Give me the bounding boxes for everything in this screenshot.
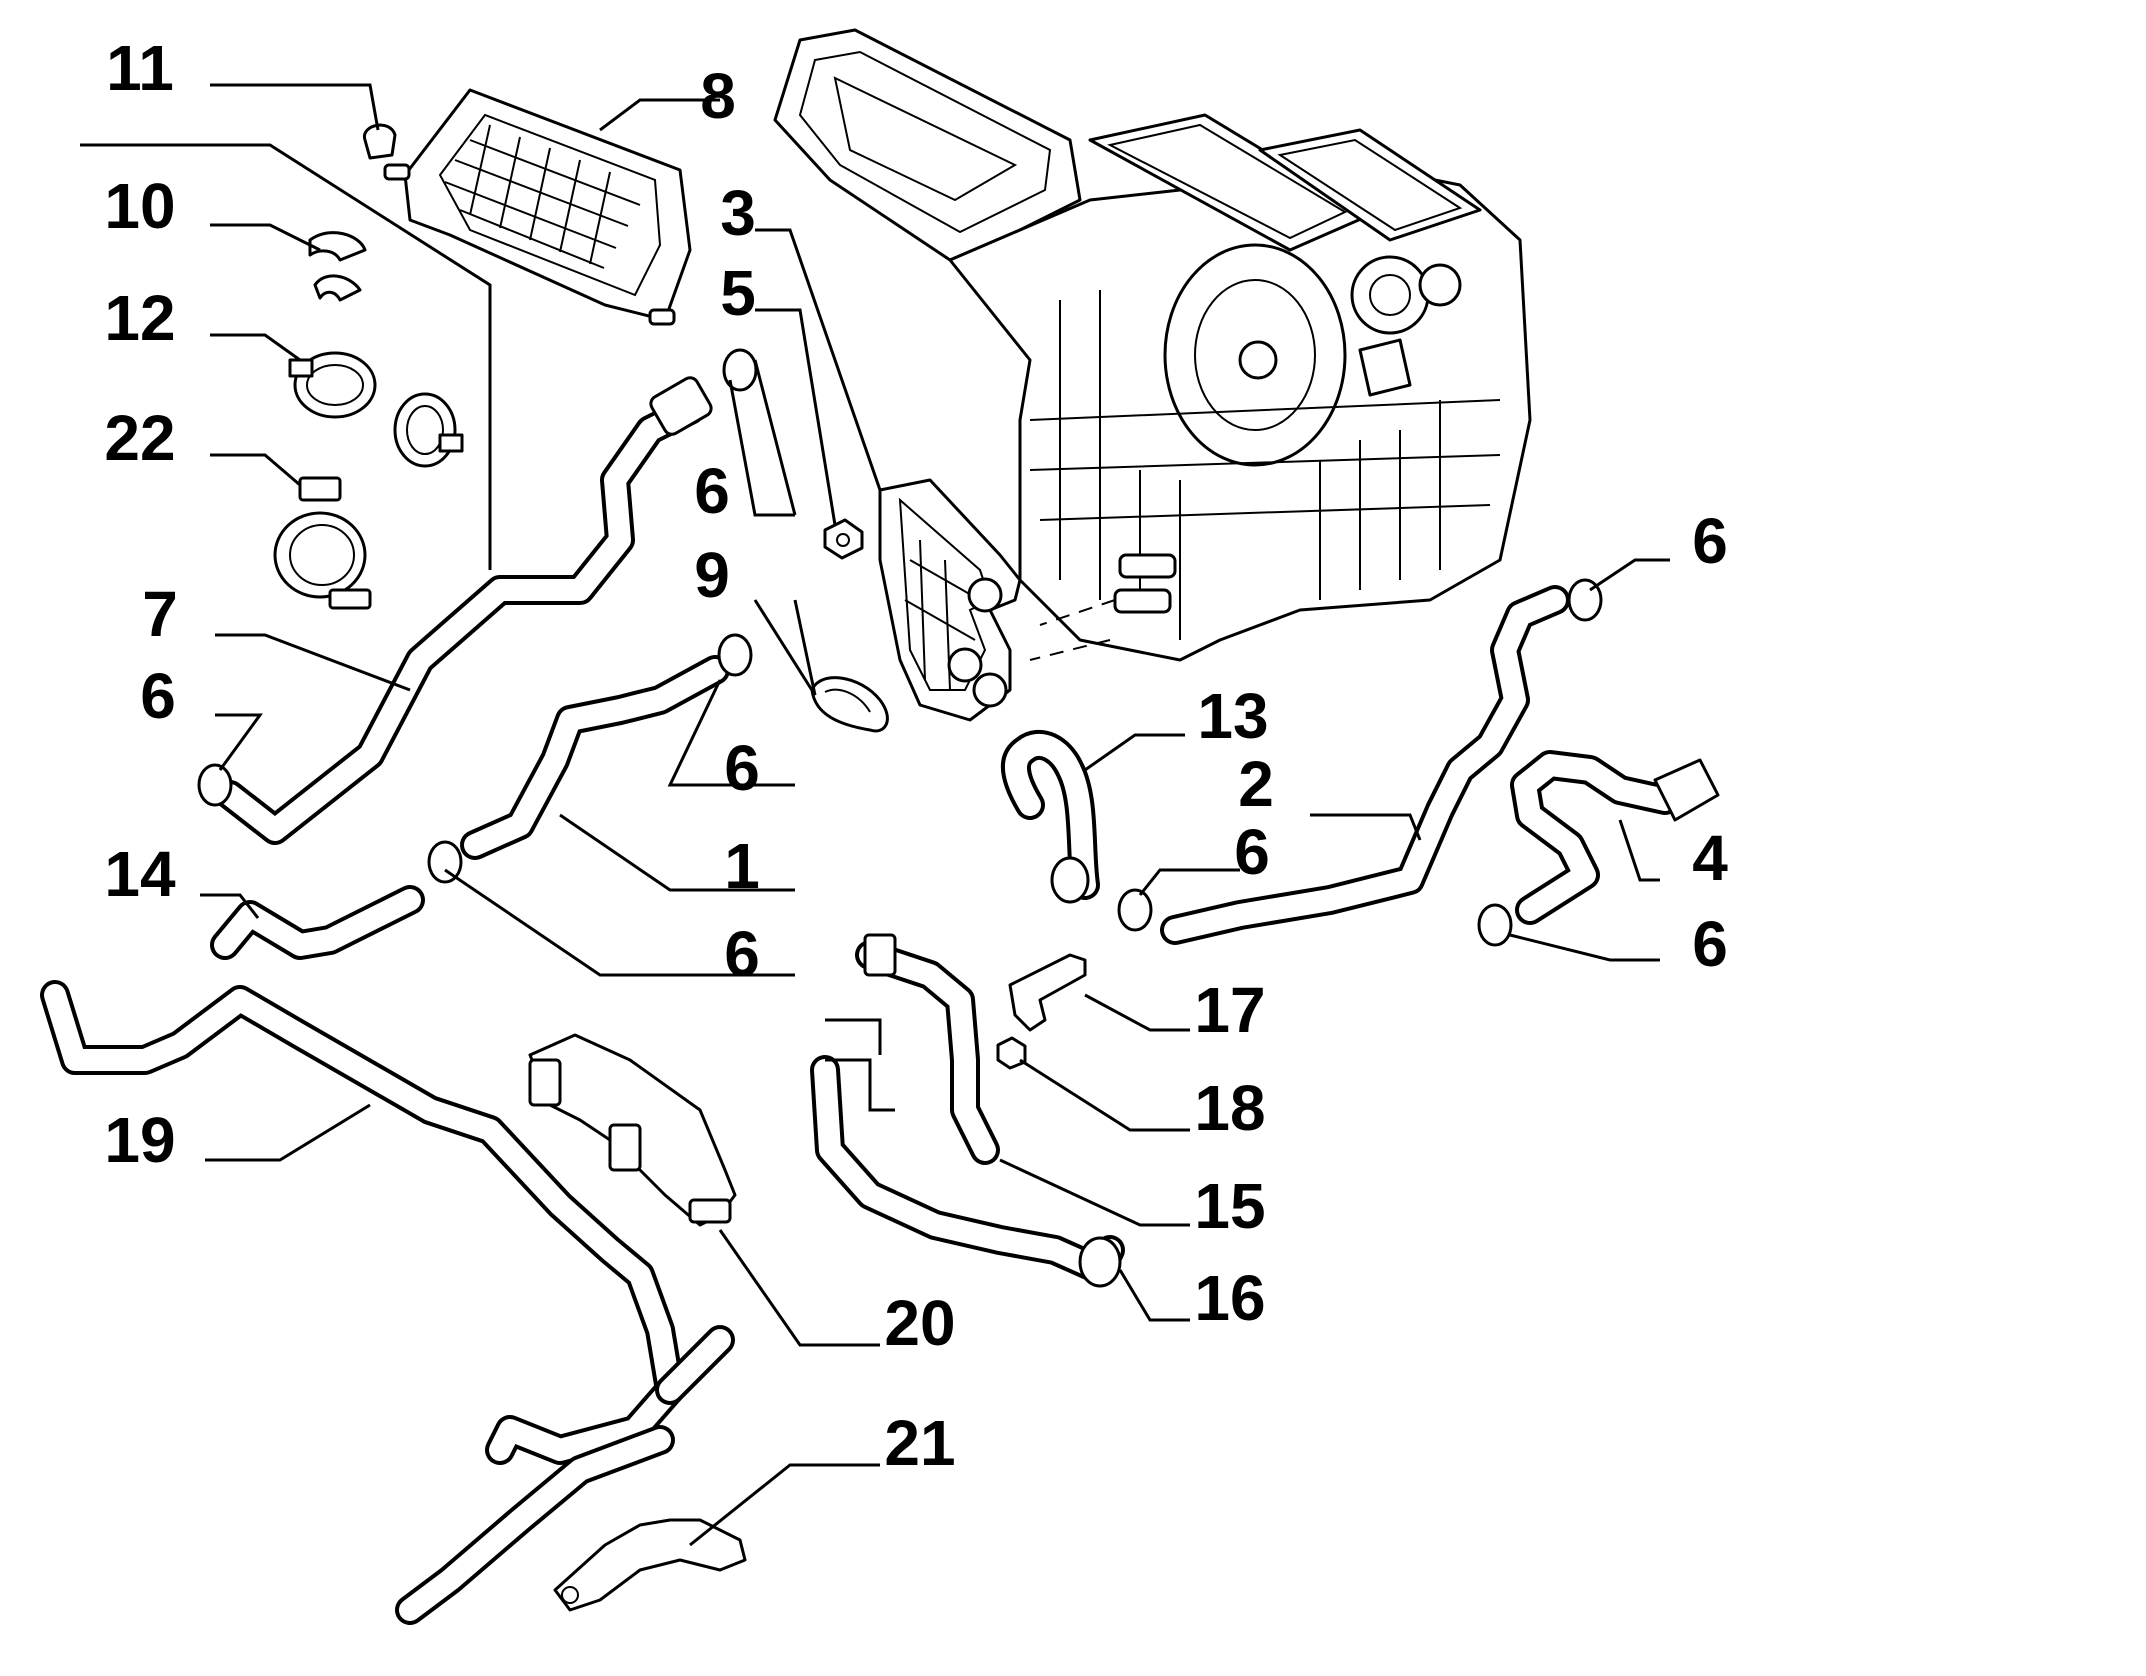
callout-10: 10 xyxy=(104,170,175,242)
callout-6: 6 xyxy=(724,918,760,990)
cabin-filter xyxy=(383,88,692,326)
callout-6: 6 xyxy=(1692,908,1728,980)
callout-21: 21 xyxy=(884,1407,955,1479)
leader-lines xyxy=(80,83,1670,1547)
hose-2 xyxy=(1160,585,1570,945)
clamp-part-22 xyxy=(273,476,372,610)
callout-8: 8 xyxy=(700,60,736,132)
hose-clamp-6 xyxy=(197,348,1603,1288)
callout-3: 3 xyxy=(720,177,756,249)
callout-20: 20 xyxy=(884,1287,955,1359)
hose-13 xyxy=(1000,729,1100,900)
callout-1: 1 xyxy=(724,830,760,902)
callout-7: 7 xyxy=(142,578,178,650)
pipe-19 xyxy=(40,980,735,1625)
callout-12: 12 xyxy=(104,282,175,354)
callout-labels: 11 8 10 3 5 12 22 6 9 6 7 6 13 6 2 1 4 1… xyxy=(104,32,1728,1479)
callout-6: 6 xyxy=(1234,816,1270,888)
bracket-part-17 xyxy=(1008,953,1087,1032)
callout-5: 5 xyxy=(720,257,756,329)
callout-6: 6 xyxy=(724,732,760,804)
bracket-part-21 xyxy=(553,1518,747,1612)
callout-16: 16 xyxy=(1194,1262,1265,1334)
grommet-part-9 xyxy=(810,676,889,733)
callout-2: 2 xyxy=(1238,748,1274,820)
callout-6: 6 xyxy=(1692,505,1728,577)
heater-housing-assembly xyxy=(773,28,1532,662)
callout-11: 11 xyxy=(106,32,174,104)
callout-18: 18 xyxy=(1194,1072,1265,1144)
hose-1 xyxy=(460,655,730,860)
callout-19: 19 xyxy=(104,1104,175,1176)
nut-part-11 xyxy=(363,123,397,160)
clamp-part-12 xyxy=(288,351,464,468)
hose-7 xyxy=(215,376,713,845)
callout-22: 22 xyxy=(104,402,175,474)
callout-9: 9 xyxy=(694,539,730,611)
clip-part-10 xyxy=(308,231,367,302)
callout-4: 4 xyxy=(1692,822,1728,894)
callout-17: 17 xyxy=(1194,974,1265,1046)
callout-15: 15 xyxy=(1194,1170,1265,1242)
callout-14: 14 xyxy=(104,838,176,910)
bracket-part-20 xyxy=(528,1033,737,1227)
hose-14 xyxy=(210,885,425,960)
nut-part-5 xyxy=(823,518,864,560)
callout-6: 6 xyxy=(140,660,176,732)
nut-part-18 xyxy=(996,1036,1027,1070)
hose-15 xyxy=(855,940,1000,1165)
hose-4 xyxy=(1510,750,1720,925)
gasket-plate xyxy=(878,478,1022,722)
callout-6: 6 xyxy=(694,455,730,527)
callout-13: 13 xyxy=(1197,680,1268,752)
